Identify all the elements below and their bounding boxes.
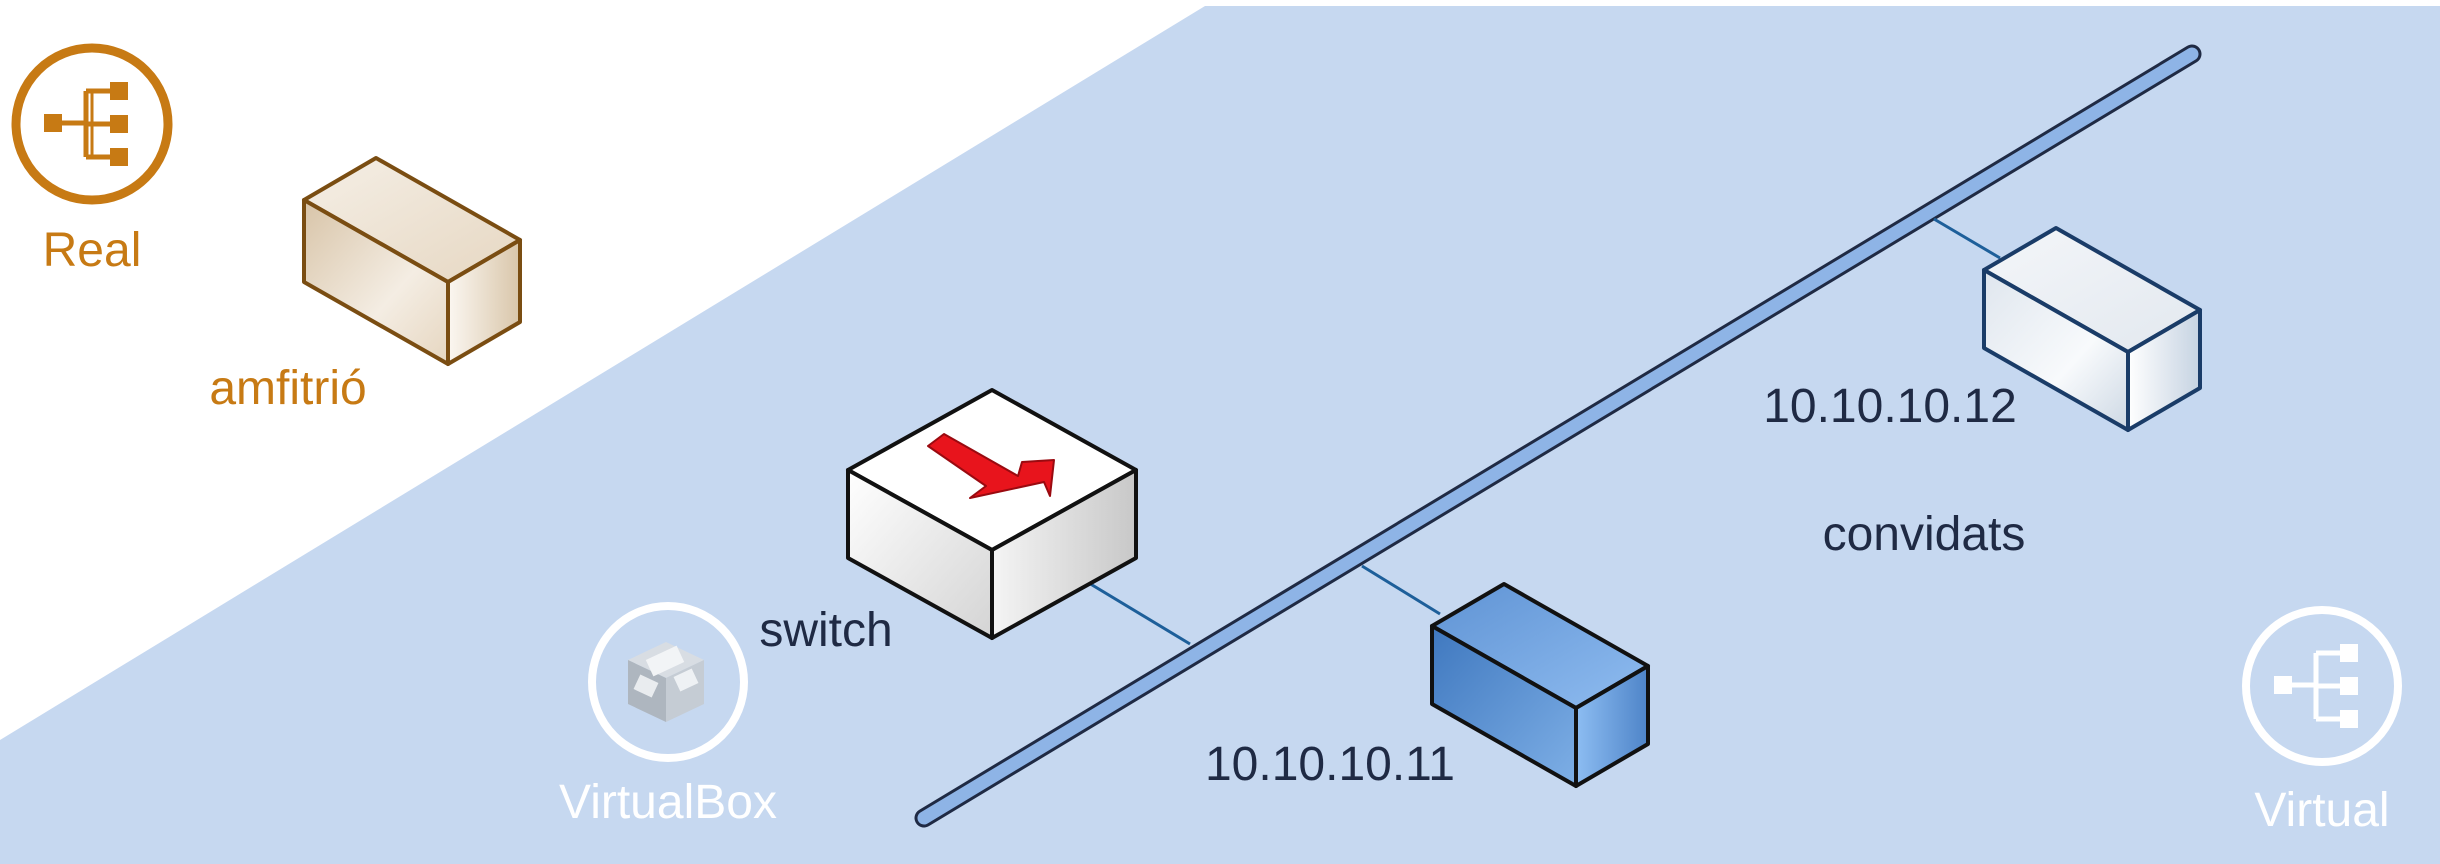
host-box (302, 156, 522, 366)
virtual-network-icon (2242, 606, 2402, 766)
guest1-box (1430, 582, 1650, 788)
network-hierarchy-icon (11, 43, 173, 205)
virtual-zone-background (0, 6, 2440, 864)
switch-box (846, 388, 1138, 640)
switch-label: switch (759, 604, 892, 657)
virtual-zone-label: Virtual (2254, 784, 2389, 837)
real-zone-label: Real (43, 224, 142, 277)
virtualbox-label: VirtualBox (559, 776, 777, 829)
guest2-ip-label: 10.10.10.12 (1763, 380, 2017, 433)
virtualbox-icon (588, 602, 748, 762)
link-guest2-bus (1933, 217, 2001, 260)
switch-arrow-icon (927, 433, 1055, 499)
link-guest1-bus (1361, 564, 1441, 616)
guests-group-label: convidats (1823, 508, 2026, 561)
guest1-ip-label: 10.10.10.11 (1205, 738, 1455, 791)
guest2-box (1982, 226, 2202, 432)
host-label: amfitrió (209, 362, 366, 415)
